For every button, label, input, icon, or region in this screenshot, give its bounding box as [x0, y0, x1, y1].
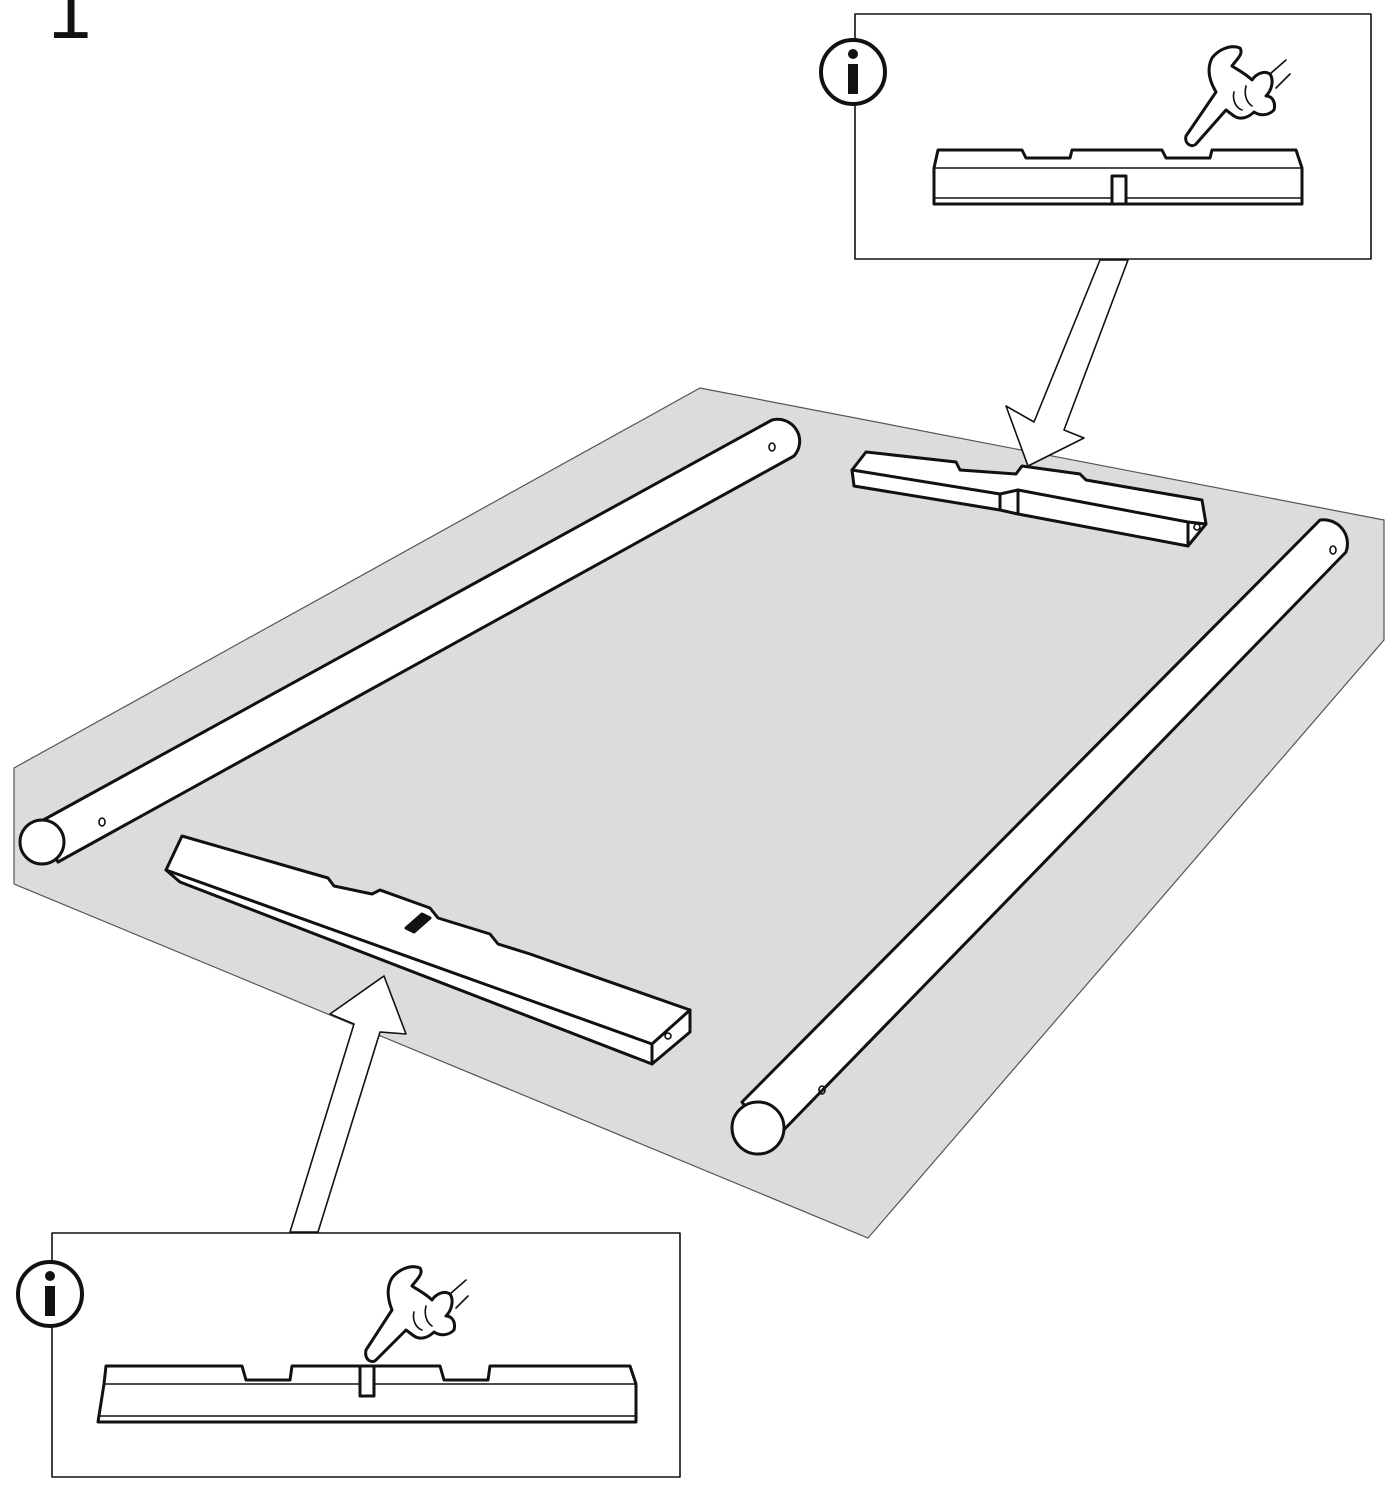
left-rail: [18, 417, 802, 866]
back-cross-beam: [850, 450, 1208, 548]
pointing-hand-icon: [1184, 45, 1291, 148]
info-icon: [16, 1260, 84, 1328]
bottom-arrow: [289, 975, 407, 1233]
pointing-hand-icon: [364, 1265, 469, 1364]
top-callout-beam: [932, 148, 1304, 206]
front-cross-beam: [164, 834, 692, 1066]
top-info-callout: [819, 13, 1372, 260]
top-arrow: [1005, 259, 1129, 467]
bottom-callout-beam: [96, 1364, 638, 1424]
step-number: 1: [48, 0, 92, 55]
right-rail: [730, 518, 1349, 1156]
bottom-info-callout: [16, 1232, 681, 1478]
info-icon: [819, 38, 887, 106]
